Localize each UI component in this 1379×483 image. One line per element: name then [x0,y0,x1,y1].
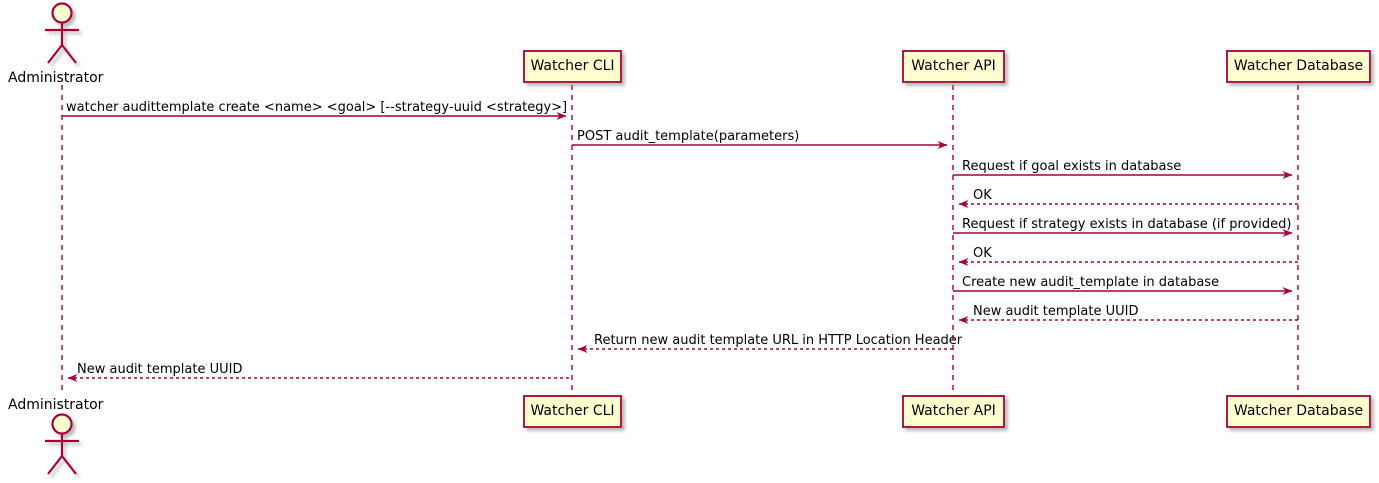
message-label-9: Return new audit template URL in HTTP Lo… [594,333,963,348]
participant-box-watcher-database-bottom[interactable] [1226,395,1371,428]
message-label-2: POST audit_template(parameters) [577,129,800,144]
actor-administrator-top[interactable] [45,2,79,64]
participant-box-watcher-cli-top[interactable] [523,50,622,83]
message-label-8: New audit template UUID [973,304,1139,319]
participant-label-watcher-database-top: Watcher Database [1233,58,1364,74]
participant-box-watcher-api-top[interactable] [902,50,1005,83]
message-label-1: watcher audittemplate create <name> <goa… [66,100,568,115]
message-label-5: Request if strategy exists in database (… [962,217,1292,232]
participant-label-watcher-api-bottom: Watcher API [911,403,996,419]
message-label-3: Request if goal exists in database [962,159,1182,174]
participant-label-watcher-api-top: Watcher API [911,58,996,74]
actor-label-administrator-top: Administrator [8,70,104,86]
participant-label-watcher-database-bottom: Watcher Database [1233,403,1364,419]
participant-label-watcher-cli-bottom: Watcher CLI [530,403,615,419]
lifelines [61,85,1299,396]
participant-box-watcher-cli-bottom[interactable] [523,395,622,428]
participant-box-watcher-api-bottom[interactable] [902,395,1005,428]
participant-label-watcher-cli-top: Watcher CLI [530,58,615,74]
actor-label-administrator-bottom: Administrator [8,397,104,413]
actor-administrator-bottom[interactable] [45,413,79,475]
participant-box-watcher-database-top[interactable] [1226,50,1371,83]
message-label-6: OK [973,246,992,261]
message-label-7: Create new audit_template in database [962,275,1220,290]
message-label-4: OK [973,188,992,203]
message-label-10: New audit template UUID [77,362,243,377]
